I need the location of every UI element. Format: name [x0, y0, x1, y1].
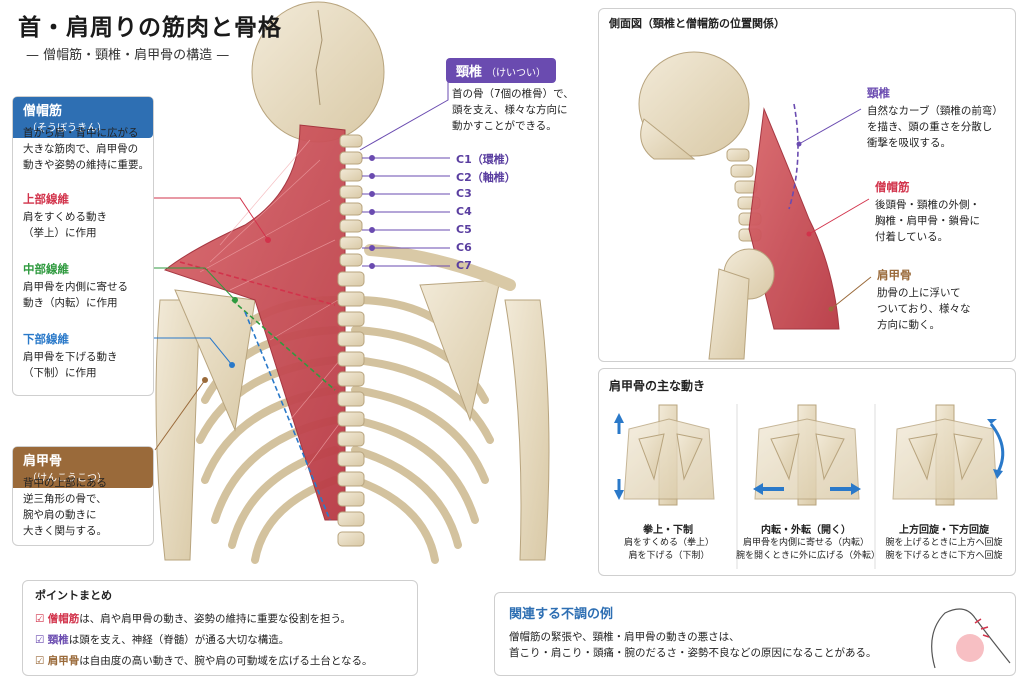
upper-leader [145, 197, 269, 241]
side-view-header: 側面図（頸椎と僧帽筋の位置関係） [609, 15, 785, 31]
trapezius-header: 僧帽筋（そうぼうきん） [13, 97, 153, 138]
side-view-panel: 側面図（頸椎と僧帽筋の位置関係） 頸椎 自然なカーブ（頸椎の前弯）を描き、頭の重… [598, 8, 1016, 362]
right-clavicle [364, 244, 516, 291]
vertebra-c5: C5 [456, 223, 472, 236]
trapezius-desc: 首から肩・背中に広がる大きな筋肉で、肩甲骨の動きや姿勢の維持に重要。 [23, 127, 149, 171]
related-panel: 関連する不調の例 僧帽筋の緊張や、頸椎・肩甲骨の動きの悪さは、首こり・肩こり・頭… [494, 592, 1016, 676]
movement-2-desc: 肩甲骨を内側に寄せる（内転）腕を開くときに外に広げる（外転） [736, 538, 881, 561]
scapula-panel: 肩甲骨（けんこうこつ） 背中の上部にある逆三角形の骨で、腕や肩の動きに大きく関与… [12, 446, 154, 546]
vertebra-c6: C6 [456, 241, 472, 254]
side-cervical-desc: 自然なカーブ（頸椎の前弯）を描き、頭の重さを分散し衝撃を吸収する。 [867, 105, 1003, 149]
lower-fiber-desc: 肩甲骨を下げる動き（下制）に作用 [23, 351, 118, 379]
right-scapula [419, 279, 501, 422]
movement-3-desc: 腕を上げるときに上方へ回旋腕を下げるときに下方へ回旋 [885, 538, 1003, 561]
movement-1-caption: 拳上・下制 [643, 525, 693, 536]
upper-fiber-label: 上部線維 [23, 192, 69, 206]
middle-fiber-boundary [231, 299, 336, 391]
cervical-header: 頸椎（けいつい） [446, 58, 557, 83]
upper-dot [265, 237, 271, 243]
movement-3-caption: 上方回旋・下方回旋 [899, 525, 989, 536]
summary-point-3: ☑ 肩甲骨は自由度の高い動きで、腕や肩の可動域を広げる土台となる。 [35, 655, 373, 667]
vertebra-c3: C3 [456, 187, 472, 200]
movements-panel: 肩甲骨の主な動き 拳上 [598, 368, 1016, 576]
page-subtitle: — 僧帽筋・頸椎・肩甲骨の構造 — [26, 48, 230, 63]
scapula-header: 肩甲骨（けんこうこつ） [13, 447, 153, 488]
scapula-leader [154, 379, 206, 451]
check-icon: ☑ [35, 655, 45, 667]
scapula-dot [202, 377, 208, 383]
page-title: 首・肩周りの筋肉と骨格 [18, 15, 282, 41]
middle-fiber-label: 中部線維 [23, 262, 69, 276]
cervical-desc: 首の骨（7個の椎骨）で、頭を支え、様々な方向に動かすことができる。 [452, 88, 574, 132]
right-humerus [504, 299, 550, 561]
side-scapula-label: 肩甲骨 [877, 268, 912, 282]
lower-dot [229, 362, 235, 368]
left-scapula [174, 289, 256, 432]
middle-fiber-desc: 肩甲骨を内側に寄せる動き（内転）に作用 [23, 281, 128, 309]
vertebra-c2: C2（軸椎） [456, 171, 516, 184]
spine [337, 134, 365, 547]
movement-thumbnails [614, 404, 1005, 569]
summary-panel: ポイントまとめ ☑ 僧帽筋は、肩や肩甲骨の動き、姿勢の維持に重要な役割を担う。 … [22, 580, 418, 676]
cervical-leaders [359, 75, 450, 269]
related-header: 関連する不調の例 [509, 607, 614, 622]
side-trapezius-label: 僧帽筋 [875, 180, 910, 194]
lower-fiber-boundary [244, 311, 331, 521]
lower-fiber-label: 下部線維 [23, 332, 69, 346]
side-cervical-label: 頸椎 [867, 86, 890, 100]
trapezius-panel: 僧帽筋（そうぼうきん） 首から肩・背中に広がる大きな筋肉で、肩甲骨の動きや姿勢の… [12, 96, 154, 396]
related-desc: 僧帽筋の緊張や、頸椎・肩甲骨の動きの悪さは、首こり・肩こり・頭痛・腕のだるさ・姿… [509, 631, 877, 659]
upper-fiber-desc: 肩をすくめる動き（挙上）に作用 [23, 211, 107, 239]
summary-point-2: ☑ 頸椎は頭を支え、神経（脊髄）が通る大切な構造。 [35, 634, 290, 646]
movement-1-desc: 肩をすくめる（拳上）肩を下げる（下制） [623, 538, 714, 561]
middle-leader [145, 267, 236, 301]
check-icon: ☑ [35, 613, 45, 625]
movement-2-caption: 内転・外転（開く） [761, 525, 851, 536]
lower-leader [145, 337, 233, 366]
trapezius-muscle [163, 124, 346, 521]
vertebra-c1: C1（環椎） [456, 153, 516, 166]
middle-dot [232, 297, 238, 303]
movements-header: 肩甲骨の主な動き [609, 379, 706, 393]
left-humerus [155, 299, 201, 561]
vertebra-c4: C4 [456, 205, 472, 218]
check-icon: ☑ [35, 634, 45, 646]
side-view-illustration [638, 51, 872, 360]
scapula-desc: 背中の上部にある逆三角形の骨で、腕や肩の動きに大きく関与する。 [23, 477, 107, 537]
side-trapezius-desc: 後頭骨・頸椎の外側・胸椎・肩甲骨・鎖骨に付着している。 [875, 199, 980, 243]
vertebra-c7: C7 [456, 259, 472, 272]
neck-pain-illustration [931, 608, 1011, 669]
side-scapula-desc: 肋骨の上に浮いてついており、様々な方向に動く。 [877, 287, 971, 331]
summary-point-1: ☑ 僧帽筋は、肩や肩甲骨の動き、姿勢の維持に重要な役割を担う。 [35, 613, 351, 625]
skull-suture [315, 9, 323, 106]
summary-header: ポイントまとめ [35, 589, 112, 602]
